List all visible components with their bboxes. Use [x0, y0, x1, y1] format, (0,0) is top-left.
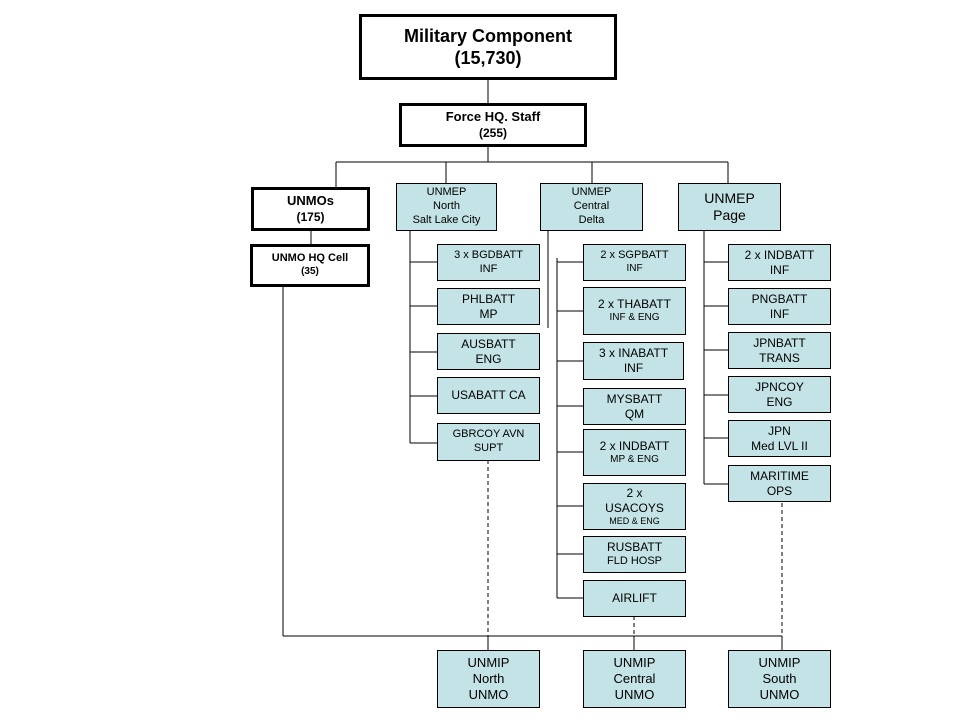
unmip-line-3: UNMO: [614, 687, 655, 703]
unit-label: 3 x INABATT: [598, 346, 669, 360]
unmo-hq-cell-count: (35): [301, 266, 319, 278]
unmip-line-1: UNMIP: [467, 654, 510, 670]
unit-indbatt-central: 2 x INDBATT MP & ENG: [583, 429, 686, 476]
unmep-central-line-2: Central: [573, 200, 610, 213]
force-hq-title: Force HQ. Staff: [445, 109, 541, 125]
unit-label: PNGBATT: [751, 291, 808, 306]
force-hq-box: Force HQ. Staff (255): [399, 103, 587, 147]
unit-sublabel: OPS: [766, 483, 793, 498]
unmip-line-1: UNMIP: [758, 654, 801, 670]
unit-rusbatt: RUSBATT FLD HOSP: [583, 536, 686, 573]
unit-sublabel: USACOYS: [605, 500, 664, 515]
unit-sublabel: INF: [769, 306, 790, 321]
unmep-central-box: UNMEP Central Delta: [540, 183, 643, 231]
unit-phlbatt: PHLBATT MP: [437, 288, 540, 325]
unit-sublabel: ENG: [475, 351, 502, 366]
unit-label: 2 x INDBATT: [744, 247, 815, 262]
unmep-north-line-2: North: [433, 200, 460, 213]
unmos-title: UNMOs: [287, 193, 334, 209]
unit-pngbatt: PNGBATT INF: [728, 288, 831, 325]
unmo-hq-cell-title: UNMO HQ Cell: [271, 252, 349, 265]
unit-label: 2 x SGPBATT: [600, 249, 669, 262]
unmip-line-3: UNMO: [759, 687, 800, 703]
unit-label: 2 x INDBATT: [599, 438, 670, 453]
unmep-central-line-3: Delta: [578, 213, 605, 226]
military-component-count: (15,730): [454, 48, 522, 68]
unmep-north-line-3: Salt Lake City: [412, 213, 481, 226]
unmip-line-1: UNMIP: [613, 654, 656, 670]
unit-gbrcoy: GBRCOY AVN SUPT: [437, 423, 540, 461]
unit-sgpbatt: 2 x SGPBATT INF: [583, 244, 686, 281]
unit-ausbatt: AUSBATT ENG: [437, 333, 540, 370]
unit-maritime: MARITIME OPS: [728, 465, 831, 502]
unit-sublabel: INF & ENG: [609, 312, 660, 324]
unit-thabatt: 2 x THABATT INF & ENG: [583, 287, 686, 335]
unit-sublabel: SUPT: [473, 442, 504, 454]
unmip-south-box: UNMIP South UNMO: [728, 650, 831, 708]
unit-label: RUSBATT: [606, 540, 663, 555]
unmep-page-box: UNMEP Page: [678, 183, 781, 231]
unit-sublabel: TRANS: [759, 350, 800, 365]
unit-label: JPNBATT: [753, 335, 806, 350]
unit-usabatt: USABATT CA: [437, 377, 540, 414]
unit-bgdbatt: 3 x BGDBATT INF: [437, 244, 540, 281]
unit-sublabel: Med LVL II: [751, 438, 808, 453]
unit-label: MYSBATT: [606, 391, 663, 406]
unit-label: PHLBATT: [461, 291, 516, 306]
unit-sublabel: MP & ENG: [610, 453, 659, 465]
unit-jpnbatt: JPNBATT TRANS: [728, 332, 831, 369]
unit-sublabel-2: MED & ENG: [609, 515, 660, 526]
unmo-hq-cell-box: UNMO HQ Cell (35): [250, 244, 370, 287]
unmep-page-line-2: Page: [713, 207, 746, 223]
unit-label: AIRLIFT: [612, 591, 657, 605]
unit-label: 3 x BGDBATT: [454, 248, 523, 261]
unit-inabatt: 3 x INABATT INF: [583, 342, 684, 380]
unit-usacoys: 2 x USACOYS MED & ENG: [583, 483, 686, 530]
unit-sublabel: ENG: [766, 394, 793, 409]
unmep-page-line-1: UNMEP: [704, 189, 755, 206]
unmos-count: (175): [296, 209, 325, 224]
unit-jpncoy: JPNCOY ENG: [728, 376, 831, 413]
unit-jpn-med: JPN Med LVL II: [728, 420, 831, 457]
unmip-central-box: UNMIP Central UNMO: [583, 650, 686, 708]
unit-label: GBRCOY AVN: [452, 428, 525, 441]
unit-label: JPN: [768, 423, 791, 438]
unit-mysbatt: MYSBATT QM: [583, 388, 686, 425]
unmip-line-3: UNMO: [468, 687, 509, 703]
unmep-north-box: UNMEP North Salt Lake City: [396, 183, 497, 231]
unmos-box: UNMOs (175): [251, 187, 370, 231]
unmep-north-line-1: UNMEP: [426, 186, 467, 199]
unit-label: 2 x: [626, 485, 643, 500]
unit-sublabel: FLD HOSP: [606, 555, 662, 568]
unit-label: 2 x THABATT: [598, 297, 671, 312]
unmip-line-2: South: [762, 670, 797, 686]
military-component-title: Military Component: [403, 25, 572, 46]
unit-label: AUSBATT: [461, 336, 516, 351]
unit-sublabel: MP: [479, 306, 498, 321]
unit-sublabel: QM: [624, 406, 645, 421]
unit-label: MARITIME: [750, 468, 809, 483]
unit-airlift: AIRLIFT: [583, 580, 686, 617]
unit-sublabel: INF: [626, 263, 643, 275]
unit-sublabel: INF: [623, 361, 644, 375]
unmip-north-box: UNMIP North UNMO: [437, 650, 540, 708]
unit-label: USABATT CA: [451, 388, 526, 402]
unit-sublabel: INF: [479, 262, 498, 275]
unit-label: JPNCOY: [755, 379, 804, 394]
military-component-box: Military Component (15,730): [359, 14, 617, 80]
unit-indbatt-page: 2 x INDBATT INF: [728, 244, 831, 281]
unmip-line-2: Central: [613, 670, 656, 686]
unmep-central-line-1: UNMEP: [571, 186, 612, 199]
unit-sublabel: INF: [769, 262, 790, 277]
force-hq-count: (255): [478, 125, 507, 140]
unmip-line-2: North: [472, 670, 505, 686]
